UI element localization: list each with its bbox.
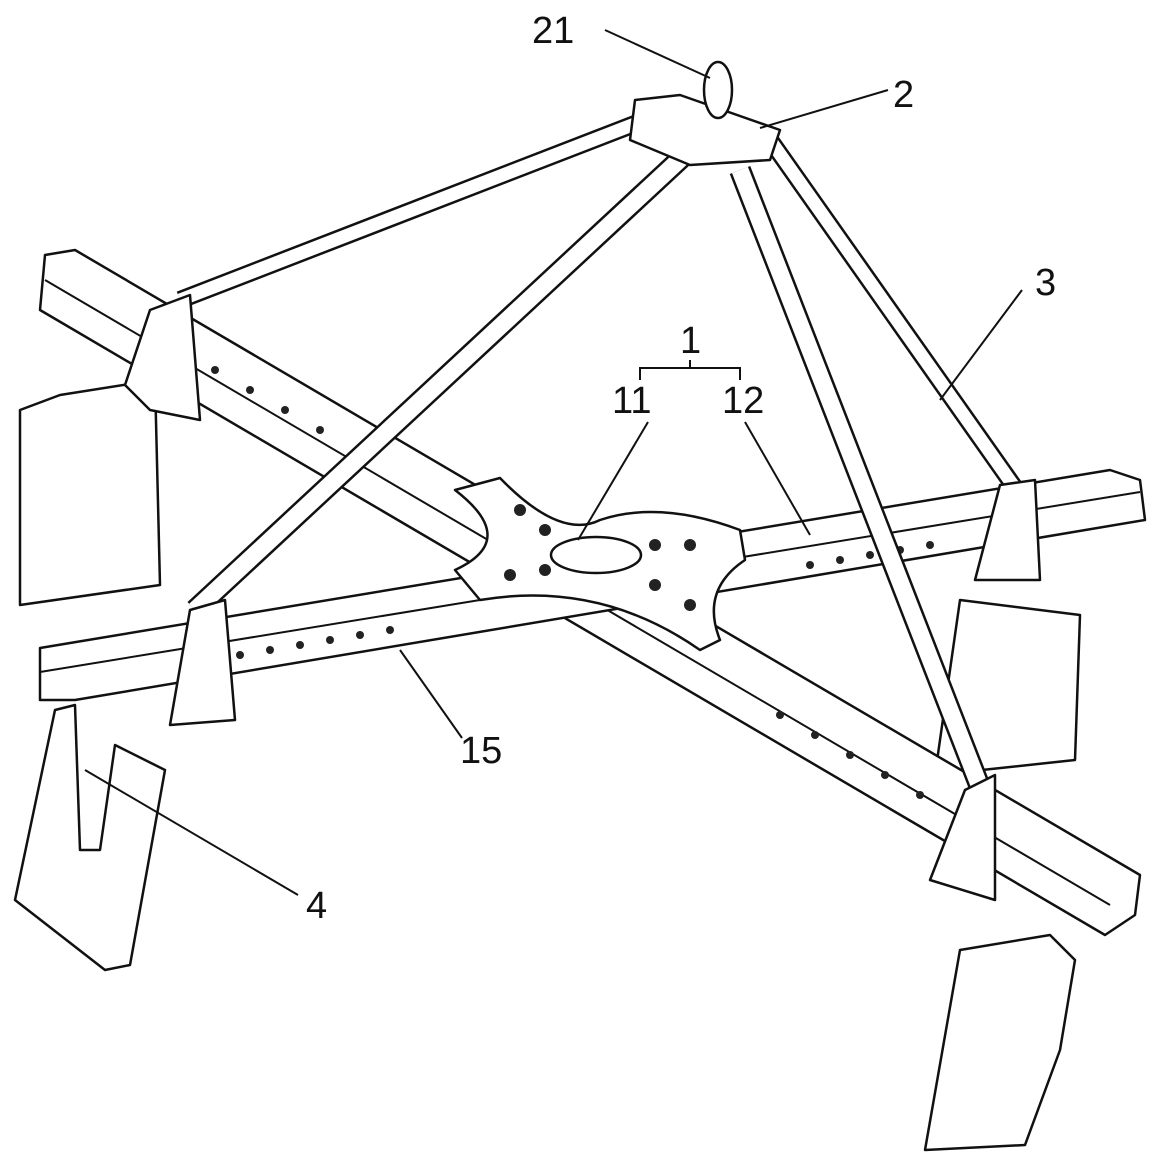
label-2: 2 <box>893 74 915 116</box>
lug-3 <box>973 478 1042 582</box>
label-15: 15 <box>460 730 503 772</box>
label-4: 4 <box>306 885 328 927</box>
gripper-plate-front-left <box>13 703 167 972</box>
center-hole <box>549 535 643 575</box>
lug-2 <box>168 598 237 727</box>
label-3: 3 <box>1035 262 1057 304</box>
plate-bolts <box>504 504 696 611</box>
hoist-ring <box>702 60 734 120</box>
lug-1 <box>123 293 202 422</box>
gripper-plate-back-left <box>18 378 162 607</box>
label-12: 12 <box>722 380 765 422</box>
label-21: 21 <box>532 10 575 52</box>
hole-rows <box>211 366 934 799</box>
hub <box>628 93 782 167</box>
label-11: 11 <box>612 380 652 422</box>
label-1: 1 <box>680 320 702 362</box>
leader-lines <box>84 29 1023 896</box>
struts <box>176 111 1028 804</box>
lug-4 <box>928 773 997 902</box>
gripper-plate-front-right <box>923 933 1077 1152</box>
